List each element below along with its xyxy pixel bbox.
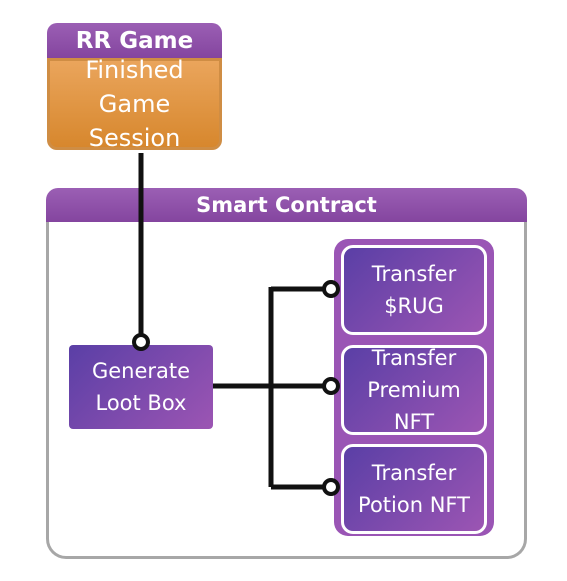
generate-loot-box-node: Generate Loot Box: [69, 345, 213, 429]
transfer-potion-nft-node: Transfer Potion NFT: [341, 444, 487, 534]
finished-game-session-node: Finished Game Session: [47, 56, 222, 152]
rr-game-header: RR Game: [47, 23, 222, 58]
transfer-rug-line1: Transfer: [371, 262, 457, 286]
transfer-potion-line2: Potion NFT: [358, 493, 470, 517]
loot-box-line1: Generate: [91, 359, 191, 383]
transfer-premium-line1: Transfer: [371, 346, 457, 370]
transfer-rug-line2: $RUG: [384, 294, 444, 318]
smart-contract-frame: [46, 222, 527, 559]
transfer-rug-node: Transfer $RUG: [341, 245, 487, 335]
rr-game-title: RR Game: [75, 27, 194, 54]
transfer-potion-line1: Transfer: [371, 461, 457, 485]
transfer-premium-line2: Premium NFT: [367, 378, 461, 434]
smart-contract-title: Smart Contract: [196, 193, 377, 217]
game-box-line1: Finished: [85, 56, 184, 84]
smart-contract-header: Smart Contract: [46, 188, 527, 222]
game-box-line2: Game Session: [88, 90, 181, 152]
loot-box-line2: Loot Box: [95, 391, 187, 415]
transfer-premium-nft-node: Transfer Premium NFT: [341, 345, 487, 435]
